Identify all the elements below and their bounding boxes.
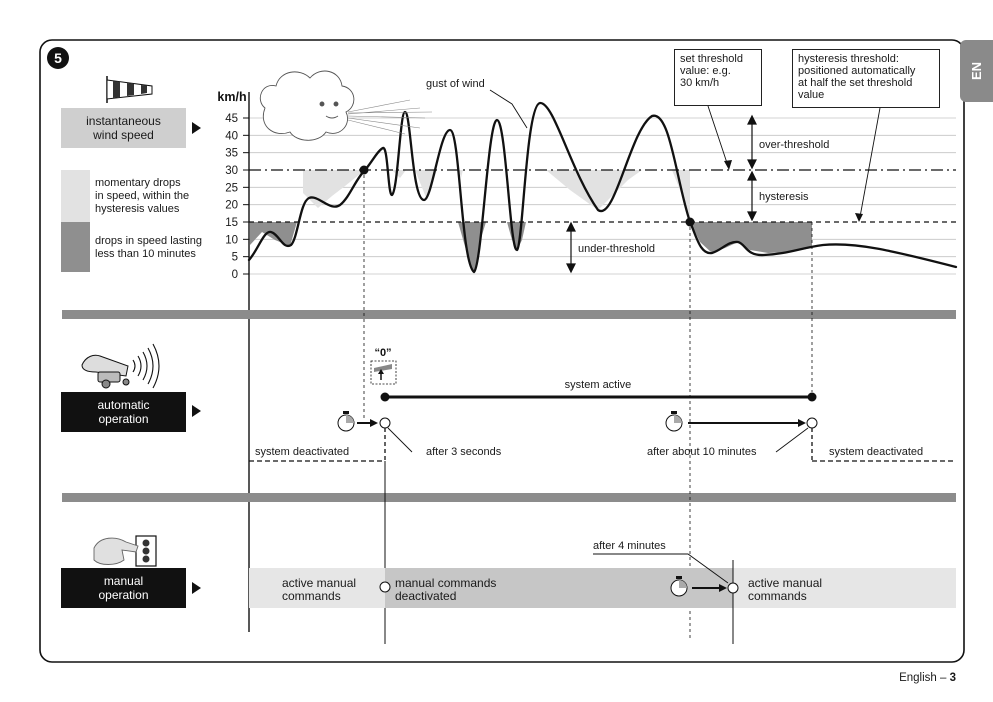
y-tick-label: 25 xyxy=(225,182,238,194)
drops-swatch xyxy=(61,222,90,272)
page-footer: English – 3 xyxy=(840,672,956,684)
timer-arrowhead-auto-2 xyxy=(798,419,806,427)
y-tick-labels: 45 40 35 30 25 20 15 10 5 0 xyxy=(225,113,249,281)
wind-speed-curve xyxy=(247,101,958,274)
instantaneous-wind-speed-label: instantaneous wind speed xyxy=(86,114,161,142)
after-3-seconds-label: after 3 seconds xyxy=(426,446,502,458)
momentary-drops-area-4 xyxy=(459,170,463,178)
manual-operation-box: manual operation xyxy=(61,568,186,608)
manual-deactivation-point xyxy=(379,581,391,593)
momentary-drops-area-2 xyxy=(392,170,406,178)
manual-operation-label: manual operation xyxy=(98,574,149,602)
hysteresis-note-arrowhead xyxy=(855,213,863,222)
deactivation-point xyxy=(806,417,818,429)
system-active-end-dot xyxy=(807,392,817,402)
momentary-drops-area-3 xyxy=(415,170,437,200)
momentary-drops-swatch xyxy=(61,170,90,222)
section-divider-2 xyxy=(62,493,956,502)
hand-keypad-icon xyxy=(93,535,157,567)
gust-leader-line xyxy=(489,89,528,129)
timer-arrowhead-manual xyxy=(719,584,727,592)
y-tick-label: 5 xyxy=(232,252,238,264)
gust-label: gust of wind xyxy=(426,78,485,90)
manual-band-active-right xyxy=(733,568,956,608)
system-active-label: system active xyxy=(565,379,632,391)
threshold-note: set threshold value: e.g. 30 km/h xyxy=(674,49,762,106)
unit-label: km/h xyxy=(217,90,246,104)
after-10-minutes-label: after about 10 minutes xyxy=(647,446,757,458)
automatic-operation-box: automatic operation xyxy=(61,392,186,432)
after-10-minutes-leader xyxy=(775,427,809,453)
windsock-icon xyxy=(106,76,153,103)
under-threshold-marker xyxy=(566,221,576,274)
drop-below-hysteresis-area-3 xyxy=(507,222,526,250)
manual-active-right-label: active manual commands xyxy=(748,576,823,603)
threshold-note-leader xyxy=(707,105,729,167)
activation-point xyxy=(379,417,391,429)
hysteresis-label: hysteresis xyxy=(759,191,809,203)
manual-deactivated-label: manual commands deactivated xyxy=(395,576,497,603)
sensor-device-icon xyxy=(81,343,160,389)
y-tick-label: 15 xyxy=(225,217,238,229)
momentary-drops-area-5 xyxy=(546,170,642,210)
instantaneous-wind-speed-box: instantaneous wind speed xyxy=(61,108,186,148)
over-threshold-marker xyxy=(747,114,757,170)
y-tick-label: 0 xyxy=(232,269,238,281)
y-tick-label: 35 xyxy=(225,148,238,160)
y-tick-label: 30 xyxy=(225,165,238,177)
manual-pointer-icon xyxy=(192,582,201,594)
wind-chart: 45 40 35 30 25 20 15 10 5 0 km/h gust of wind ove… xyxy=(217,78,958,632)
footer-page-number: 3 xyxy=(949,672,956,684)
system-deactivated-left-label: system deactivated xyxy=(255,446,349,458)
timer-arrowhead-auto-1 xyxy=(370,419,378,427)
section-divider-1 xyxy=(62,310,956,319)
threshold-note-arrowhead xyxy=(724,160,732,170)
instantaneous-pointer-icon xyxy=(192,122,201,134)
y-tick-label: 45 xyxy=(225,113,238,125)
figure-number-badge xyxy=(47,47,69,69)
language-tab xyxy=(960,40,993,102)
after-3-seconds-leader xyxy=(387,427,413,453)
language-tab-text: EN xyxy=(969,62,984,80)
y-tick-label: 10 xyxy=(225,234,238,246)
hysteresis-marker xyxy=(747,170,757,222)
after-4-minutes-label: after 4 minutes xyxy=(593,540,666,552)
figure-frame xyxy=(39,39,965,663)
system-active-start-dot xyxy=(380,392,390,402)
drop-below-hysteresis-area-4 xyxy=(690,222,812,253)
footer-text: English – xyxy=(899,672,950,684)
stopwatch-icon-auto-1 xyxy=(337,411,355,432)
automatic-operation-label: automatic operation xyxy=(97,398,150,426)
momentary-drops-area-1 xyxy=(303,170,365,208)
momentary-drops-label: momentary drops in speed, within the hys… xyxy=(95,177,190,215)
over-threshold-label: over-threshold xyxy=(759,139,829,151)
after-4-minutes-leader xyxy=(593,553,729,584)
under-threshold-label: under-threshold xyxy=(578,243,655,255)
stopwatch-icon-auto-2 xyxy=(665,411,683,432)
zero-tag-label: “0” xyxy=(374,347,391,359)
automatic-pointer-icon xyxy=(192,405,201,417)
threshold-crossing-dot xyxy=(359,165,369,175)
hysteresis-crossing-dot xyxy=(685,217,695,227)
hysteresis-note-leader xyxy=(859,107,881,218)
system-deactivated-right-label: system deactivated xyxy=(829,446,923,458)
stopwatch-icon-manual xyxy=(670,576,688,597)
manual-active-left-label: active manual commands xyxy=(282,576,357,603)
y-tick-label: 20 xyxy=(225,200,238,212)
manual-reactivation-point xyxy=(727,582,739,594)
drops-label: drops in speed lasting less than 10 minu… xyxy=(95,235,203,260)
wind-cloud-face-icon xyxy=(259,70,433,141)
zero-tag-icon xyxy=(370,360,397,385)
y-tick-label: 40 xyxy=(225,130,238,142)
figure-number: 5 xyxy=(54,50,62,66)
manual-band-active-left xyxy=(249,568,385,608)
hysteresis-note: hysteresis threshold: positioned automat… xyxy=(792,49,940,108)
momentary-drops-area-6 xyxy=(672,170,690,222)
